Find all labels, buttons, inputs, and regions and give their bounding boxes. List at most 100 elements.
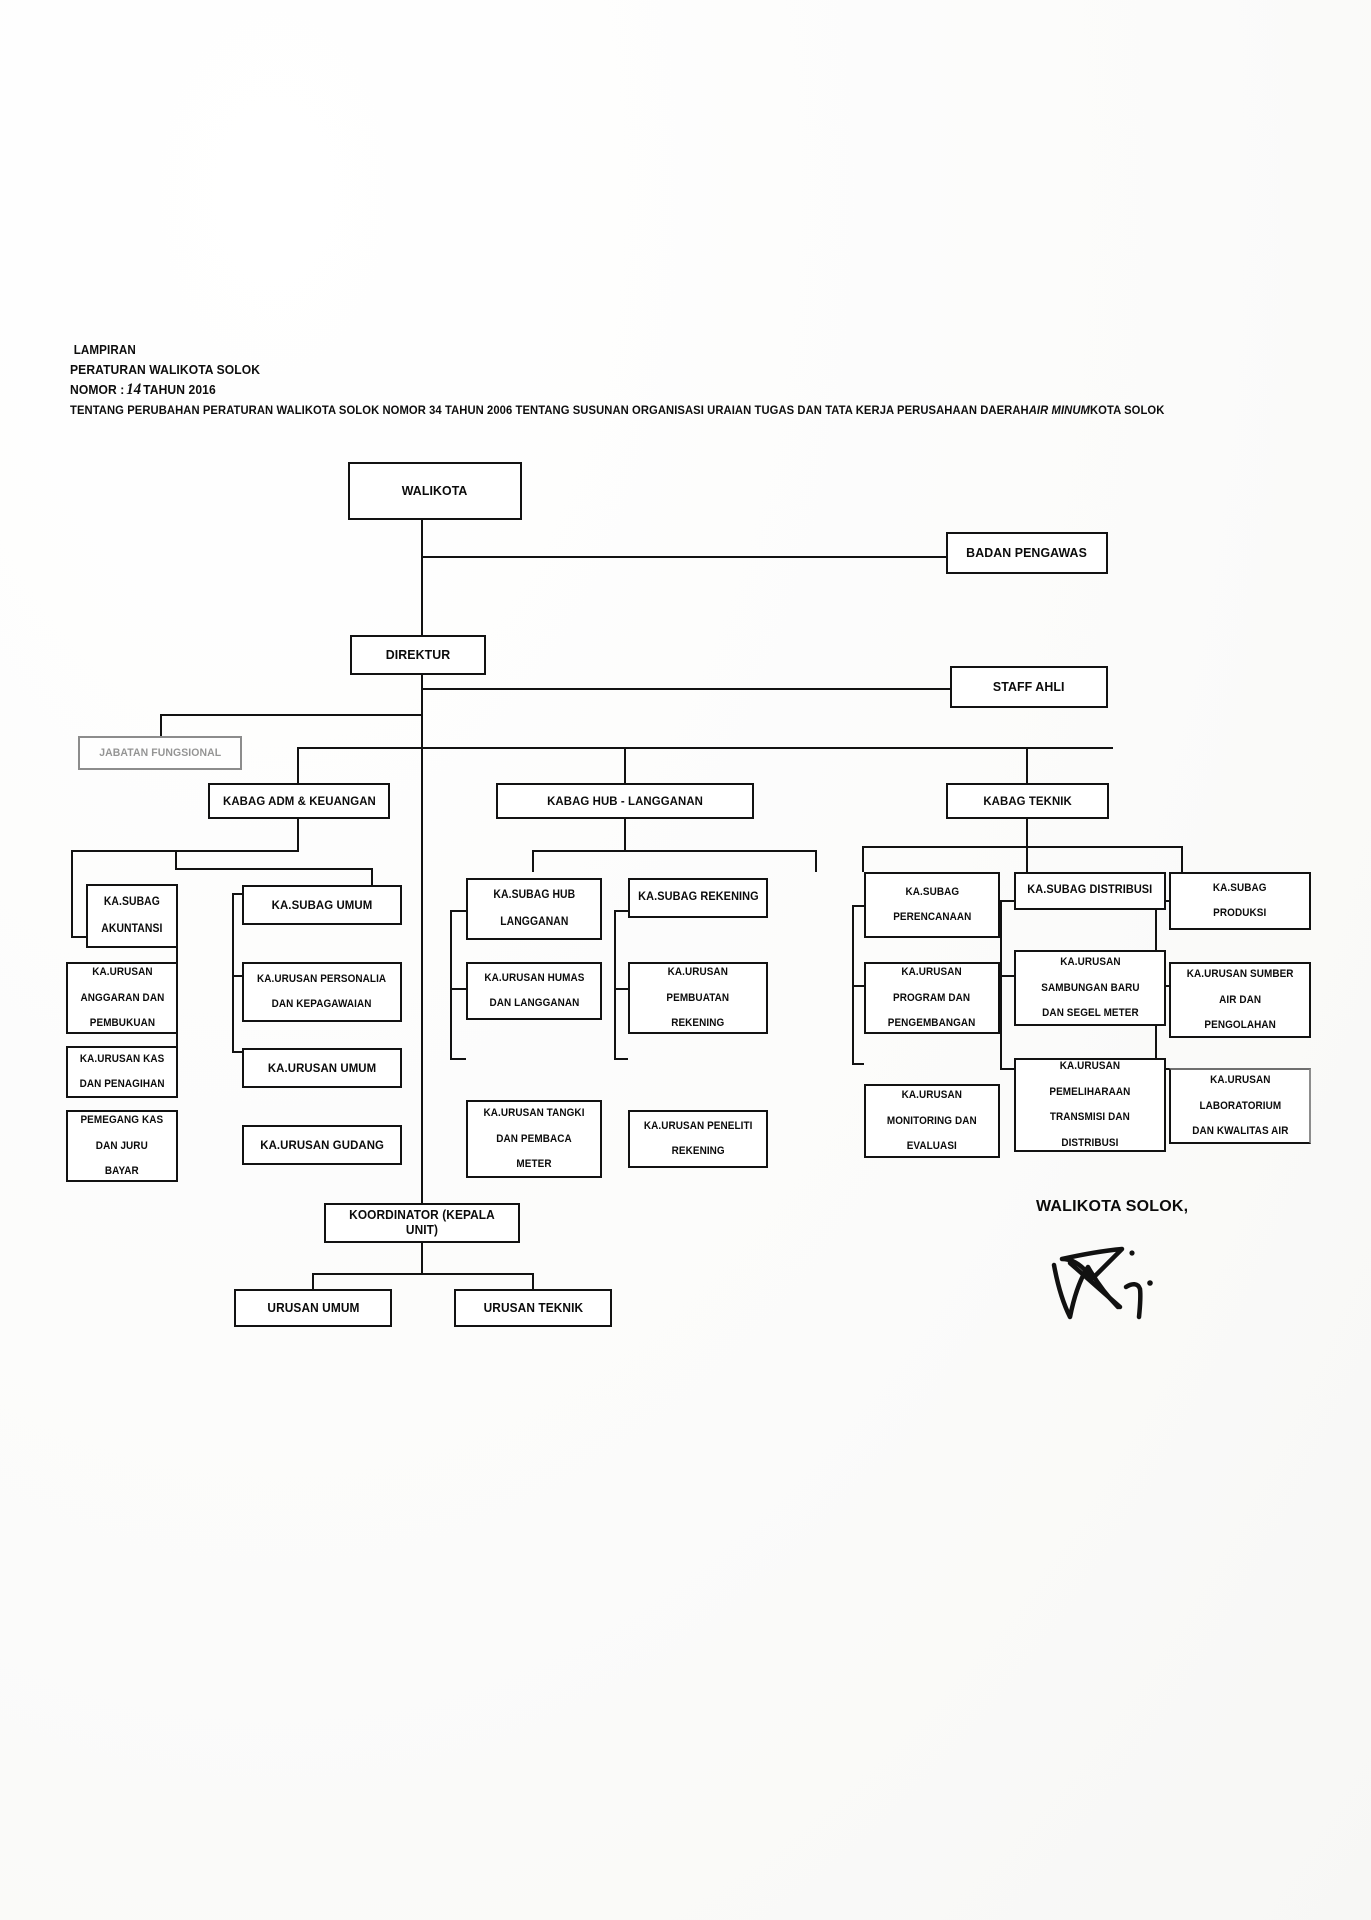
header-line-tentang: TENTANG PERUBAHAN PERATURAN WALIKOTA SOL…: [70, 400, 1210, 420]
nomor-label: NOMOR :: [70, 382, 125, 397]
node-label: KA.SUBAG PERENCANAAN: [891, 886, 973, 925]
connector-subagumum-children-rail: [232, 893, 234, 1053]
node-label-line: DAN PEMBACA: [496, 1132, 572, 1145]
node-label: KA.SUBAG AKUNTANSI: [100, 896, 164, 937]
node-kabag-hub-langganan[interactable]: KABAG HUB - LANGGANAN: [496, 783, 754, 819]
node-ka-urusan-sambungan-baru[interactable]: KA.URUSAN SAMBUNGAN BARU DAN SEGEL METER: [1014, 950, 1166, 1026]
document-header: LAMPIRAN PERATURAN WALIKOTA SOLOK NOMOR …: [70, 340, 1330, 420]
node-ka-subag-rekening[interactable]: KA.SUBAG REKENING: [628, 878, 768, 918]
node-label-line: KA.URUSAN: [1059, 955, 1121, 968]
connector-teknik-bar: [862, 846, 1182, 848]
node-label-line: LABORATORIUM: [1199, 1099, 1281, 1112]
node-ka-urusan-umum[interactable]: KA.URUSAN UMUM: [242, 1048, 402, 1088]
node-label-line: BAYAR: [105, 1165, 139, 1178]
connector-subaghub-children-rail: [450, 910, 452, 1060]
connector-subaghub-child-top: [450, 910, 466, 912]
connector-teknik-down: [1026, 812, 1028, 848]
connector-subaghub-drop: [532, 850, 534, 872]
node-label-line: PEMBUKUAN: [89, 1017, 155, 1030]
node-ka-urusan-gudang[interactable]: KA.URUSAN GUDANG: [242, 1125, 402, 1165]
node-ka-urusan-sumber-air[interactable]: KA.URUSAN SUMBER AIR DAN PENGOLAHAN: [1169, 962, 1311, 1038]
node-label-line: KA.URUSAN TANGKI: [483, 1106, 585, 1119]
node-ka-urusan-pembuatan-rekening[interactable]: KA.URUSAN PEMBUATAN REKENING: [628, 962, 768, 1034]
node-label-line: KA.SUBAG: [103, 895, 161, 908]
node-label-line: AKUNTANSI: [101, 922, 163, 935]
signature-mark: [1040, 1225, 1220, 1335]
node-ka-urusan-humas[interactable]: KA.URUSAN HUMAS DAN LANGGANAN: [466, 962, 602, 1020]
node-ka-subag-umum[interactable]: KA.SUBAG UMUM: [242, 885, 402, 925]
node-ka-urusan-monitoring[interactable]: KA.URUSAN MONITORING DAN EVALUASI: [864, 1084, 1000, 1158]
connector-subagrek-child-top: [614, 910, 628, 912]
node-label-line: KA.SUBAG: [1213, 881, 1267, 894]
node-ka-subag-distribusi[interactable]: KA.SUBAG DISTRIBUSI: [1014, 872, 1166, 910]
node-kabag-adm-keuangan[interactable]: KABAG ADM & KEUANGAN: [208, 783, 390, 819]
connector-adm-down: [297, 812, 299, 852]
node-koordinator[interactable]: KOORDINATOR (KEPALA UNIT): [324, 1203, 520, 1243]
node-ka-urusan-kas[interactable]: KA.URUSAN KAS DAN PENAGIHAN: [66, 1046, 178, 1098]
node-label: STAFF AHLI: [993, 679, 1065, 695]
node-jabatan-fungsional[interactable]: JABATAN FUNGSIONAL: [78, 736, 242, 770]
connector-subagumum-child-bot: [232, 1051, 242, 1053]
node-urusan-teknik[interactable]: URUSAN TEKNIK: [454, 1289, 612, 1327]
node-label-line: LANGGANAN: [499, 915, 569, 928]
node-label-line: KA.URUSAN: [1059, 1059, 1121, 1072]
node-staff-ahli[interactable]: STAFF AHLI: [950, 666, 1108, 708]
node-label: KA.SUBAG DISTRIBUSI: [1027, 884, 1153, 897]
connector-kabag-hub-drop: [624, 747, 626, 783]
node-ka-urusan-anggaran[interactable]: KA.URUSAN ANGGARAN DAN PEMBUKUAN: [66, 962, 178, 1034]
node-ka-subag-perencanaan[interactable]: KA.SUBAG PERENCANAAN: [864, 872, 1000, 938]
node-label-line: REKENING: [671, 1145, 725, 1158]
node-ka-urusan-program[interactable]: KA.URUSAN PROGRAM DAN PENGEMBANGAN: [864, 962, 1000, 1034]
connector-koordinator-down: [421, 1243, 423, 1275]
connector-subagumum-child-top: [232, 893, 242, 895]
connector-subagrek-child-mid: [614, 988, 628, 990]
node-label: KA.URUSAN HUMAS DAN LANGGANAN: [481, 972, 586, 1011]
connector-walikota-badan-pengawas: [421, 556, 948, 558]
connector-distribusi-child-mid: [1000, 975, 1014, 977]
connector-hub-bar: [532, 850, 817, 852]
node-ka-urusan-laboratorium[interactable]: KA.URUSAN LABORATORIUM DAN KWALITAS AIR: [1169, 1068, 1311, 1144]
node-label: KA.SUBAG REKENING: [637, 891, 759, 904]
node-ka-urusan-peneliti-rekening[interactable]: KA.URUSAN PENELITI REKENING: [628, 1110, 768, 1168]
node-pemegang-kas[interactable]: PEMEGANG KAS DAN JURU BAYAR: [66, 1110, 178, 1182]
node-direktur[interactable]: DIREKTUR: [350, 635, 486, 675]
node-ka-subag-akuntansi[interactable]: KA.SUBAG AKUNTANSI: [86, 884, 178, 948]
connector-subagrekening-drop: [815, 850, 817, 872]
node-label-line: PENGOLAHAN: [1204, 1019, 1276, 1032]
node-ka-urusan-pemeliharaan[interactable]: KA.URUSAN PEMELIHARAAN TRANSMISI DAN DIS…: [1014, 1058, 1166, 1152]
node-label: KA.URUSAN SAMBUNGAN BARU DAN SEGEL METER: [1038, 956, 1142, 1021]
node-label-line: PEMBUATAN: [666, 991, 730, 1004]
node-label-line: KA.URUSAN HUMAS: [483, 971, 585, 984]
connector-direktur-staff-ahli: [421, 688, 952, 690]
node-label-line: AIR DAN: [1218, 993, 1261, 1006]
node-label: DIREKTUR: [385, 647, 451, 663]
node-label-line: PROGRAM DAN: [893, 991, 971, 1004]
tentang-text-b: AIR MINUM: [1028, 403, 1090, 417]
connector-distribusi-children-rail: [1000, 900, 1002, 1070]
node-label: KABAG ADM & KEUANGAN: [222, 793, 376, 808]
node-label-line: KA.URUSAN PENELITI: [643, 1119, 753, 1132]
node-badan-pengawas[interactable]: BADAN PENGAWAS: [946, 532, 1108, 574]
node-label-line: KA.URUSAN SUMBER: [1186, 967, 1294, 980]
node-ka-subag-hub-langganan[interactable]: KA.SUBAG HUB LANGGANAN: [466, 878, 602, 940]
node-ka-urusan-personalia[interactable]: KA.URUSAN PERSONALIA DAN KEPAGAWAIAN: [242, 962, 402, 1022]
node-kabag-teknik[interactable]: KABAG TEKNIK: [946, 783, 1109, 819]
connector-subagumum-child-mid: [232, 975, 242, 977]
connector-perencanaan-child-top: [852, 905, 864, 907]
node-label-line: METER: [516, 1158, 552, 1171]
connector-umum-drop: [371, 868, 373, 890]
node-label-line: EVALUASI: [906, 1140, 958, 1153]
node-label-line: PEMELIHARAAN: [1049, 1085, 1131, 1098]
node-label: URUSAN UMUM: [266, 1300, 360, 1315]
node-urusan-umum[interactable]: URUSAN UMUM: [234, 1289, 392, 1327]
node-label: KA.URUSAN GUDANG: [260, 1137, 384, 1152]
node-walikota[interactable]: WALIKOTA: [348, 462, 522, 520]
node-ka-urusan-tangki[interactable]: KA.URUSAN TANGKI DAN PEMBACA METER: [466, 1100, 602, 1178]
node-label-line: KA.URUSAN KAS: [79, 1052, 165, 1065]
node-ka-subag-produksi[interactable]: KA.SUBAG PRODUKSI: [1169, 872, 1311, 930]
node-label-line: DAN PENAGIHAN: [79, 1078, 165, 1091]
node-label-line: KA.URUSAN: [901, 1088, 963, 1101]
header-line-peraturan: PERATURAN WALIKOTA SOLOK: [70, 362, 261, 377]
node-label: KA.URUSAN PENELITI REKENING: [641, 1120, 755, 1159]
